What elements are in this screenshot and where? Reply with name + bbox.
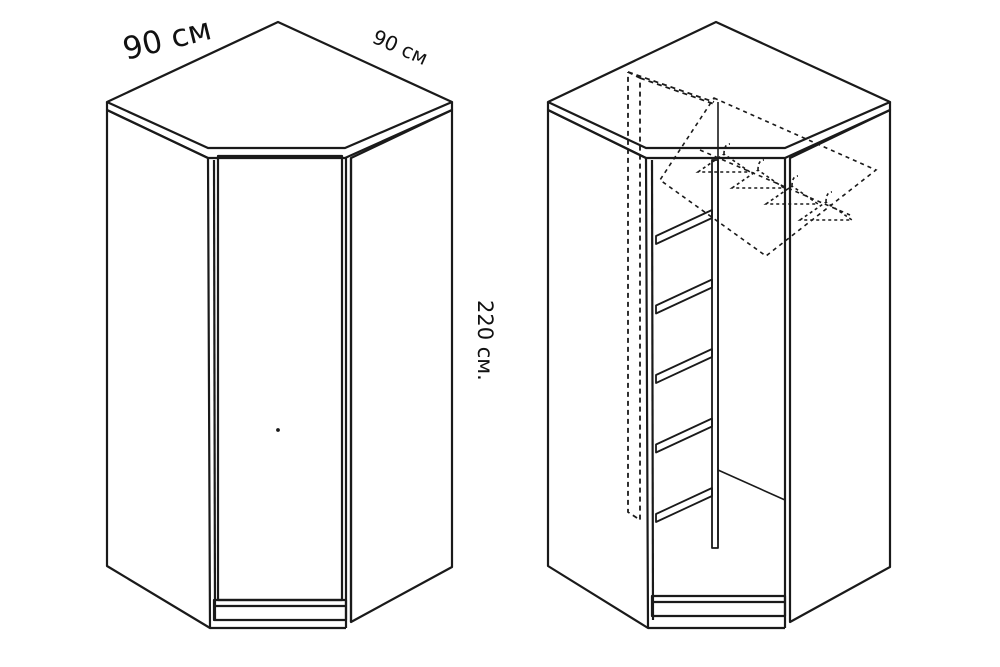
- hanger: [729, 159, 787, 189]
- top-panel-open: [546, 20, 892, 150]
- wardrobe-open: [546, 20, 892, 630]
- plinth-open: [650, 594, 787, 618]
- hangers: [695, 143, 855, 221]
- top-edge-open: [546, 102, 892, 160]
- shelf: [655, 487, 713, 523]
- floor-left: [717, 469, 786, 501]
- right-side-panel: [349, 108, 454, 624]
- dim-width-side: 90 см: [369, 25, 432, 70]
- left-side-panel-open: [546, 108, 650, 630]
- hanger: [797, 191, 855, 221]
- left-side-panel: [105, 108, 212, 630]
- left-stile-open: [650, 159, 655, 621]
- left-stile: [212, 159, 217, 621]
- dim-height: 220 см.: [473, 300, 497, 381]
- front-door: [216, 154, 344, 602]
- shelf-divider: [711, 159, 719, 549]
- hanging-rail-dashed: [658, 96, 878, 257]
- top-edge: [105, 102, 454, 160]
- hanger: [695, 143, 753, 173]
- right-side-panel-open: [788, 108, 892, 624]
- plinth: [212, 598, 348, 622]
- hanger: [763, 175, 821, 205]
- top-panel: [105, 20, 454, 150]
- shelf: [655, 209, 713, 245]
- shelf: [655, 278, 713, 315]
- shelf: [655, 417, 713, 454]
- shelves: [655, 209, 713, 523]
- shelf: [655, 348, 713, 384]
- handle-dot: [276, 428, 280, 432]
- wardrobe-closed: [105, 20, 454, 630]
- open-door-dashed: [627, 71, 715, 522]
